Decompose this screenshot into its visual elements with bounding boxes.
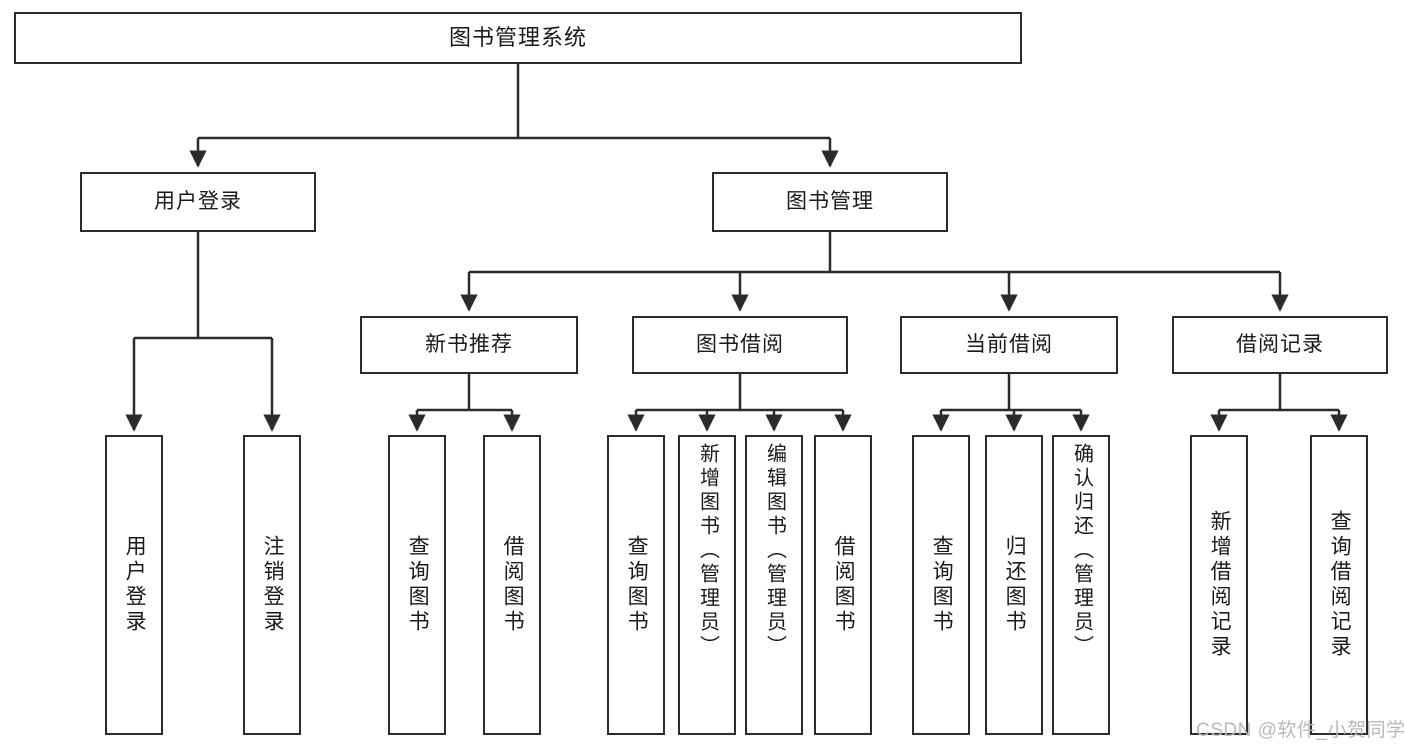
node-leaf-query-log[interactable]: 查询借阅记录 xyxy=(1310,435,1368,735)
csdn-watermark: CSDN @软件_小贺同学 xyxy=(1196,720,1405,741)
node-leaf-user-login[interactable]: 用户登录 xyxy=(105,435,163,735)
node-leaf-add-log[interactable]: 新增借阅记录 xyxy=(1190,435,1248,735)
node-leaf-confirm-ret[interactable]: 确认归还（管理员） xyxy=(1052,435,1110,735)
node-user-login[interactable]: 用户登录 xyxy=(80,172,316,232)
node-leaf-query-book-1[interactable]: 查询图书 xyxy=(388,435,446,735)
node-book-borrow[interactable]: 图书借阅 xyxy=(632,316,848,374)
node-new-book-rec[interactable]: 新书推荐 xyxy=(360,316,578,374)
node-leaf-add-book[interactable]: 新增图书（管理员） xyxy=(678,435,736,735)
node-leaf-borrow-book-1[interactable]: 借阅图书 xyxy=(483,435,541,735)
node-leaf-edit-book[interactable]: 编辑图书（管理员） xyxy=(745,435,803,735)
node-leaf-query-book-2[interactable]: 查询图书 xyxy=(607,435,665,735)
node-leaf-user-logout[interactable]: 注销登录 xyxy=(243,435,301,735)
node-leaf-borrow-book-2[interactable]: 借阅图书 xyxy=(814,435,872,735)
node-leaf-query-book-3[interactable]: 查询图书 xyxy=(912,435,970,735)
node-root[interactable]: 图书管理系统 xyxy=(14,12,1022,64)
node-borrow-log[interactable]: 借阅记录 xyxy=(1172,316,1388,374)
node-leaf-return-book[interactable]: 归还图书 xyxy=(985,435,1043,735)
node-book-manage[interactable]: 图书管理 xyxy=(712,172,948,232)
node-cur-borrow[interactable]: 当前借阅 xyxy=(900,316,1118,374)
